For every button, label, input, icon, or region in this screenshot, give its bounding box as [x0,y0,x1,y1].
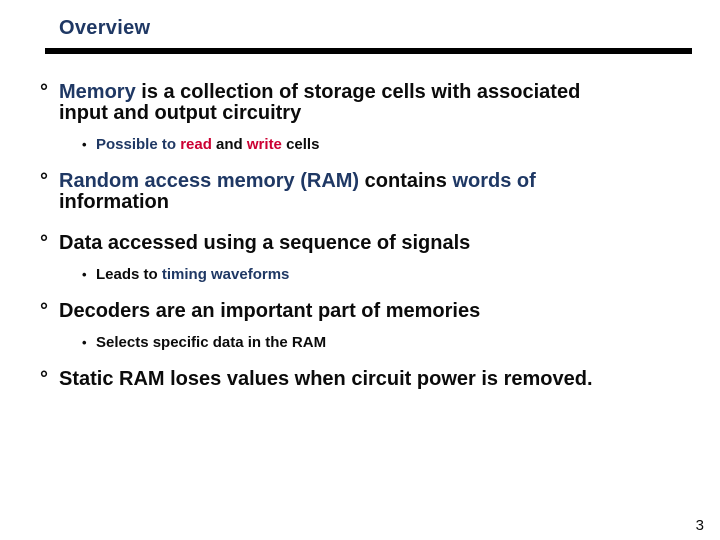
sub-bullet-item: • Possible to read and write cells [82,136,702,153]
text-segment: Random access memory (RAM) [59,170,360,192]
bullet-text: Memory is a collection of storage cells … [59,82,580,124]
bullet-text-line: Decoders are an important part of memori… [59,301,480,322]
dot-bullet-icon: • [82,335,87,350]
bullet-text: Possible to read and write cells [96,136,319,153]
bullet-text: Static RAM loses values when circuit pow… [59,369,593,390]
text-segment: and [211,136,247,153]
text-segment: read [180,136,212,153]
bullet-text-line: Memory is a collection of storage cells … [59,82,580,103]
degree-bullet-icon: ° [40,170,48,192]
text-segment: Possible to [96,136,181,153]
text-segment: timing waveforms [161,266,290,283]
bullet-text-line: Selects specific data in the RAM [96,334,326,351]
bullet-item: ° Random access memory (RAM) contains wor… [40,171,702,213]
bullet-text: Data accessed using a sequence of signal… [59,233,470,254]
text-segment: Data accessed using a sequence of signal… [59,232,471,254]
dot-bullet-icon: • [82,137,87,152]
text-segment: words of [452,170,536,192]
degree-bullet-icon: ° [40,81,48,103]
bullet-text-line: input and output circuitry [59,103,580,124]
text-segment: write [246,136,282,153]
degree-bullet-icon: ° [40,232,48,254]
sub-bullet-item: • Selects specific data in the RAM [82,334,702,351]
bullet-text: Decoders are an important part of memori… [59,301,480,322]
bullet-text-line: Static RAM loses values when circuit pow… [59,369,593,390]
text-segment: is a collection of storage cells with as… [135,81,581,103]
text-segment: Selects specific data in the RAM [96,334,327,351]
bullet-text-line: Random access memory (RAM) contains word… [59,171,536,192]
dot-bullet-icon: • [82,267,87,282]
bullet-text-line: Data accessed using a sequence of signal… [59,233,470,254]
page-title: Overview [59,17,151,39]
text-segment: Static RAM loses values when circuit pow… [59,368,593,390]
text-segment: cells [281,136,320,153]
bullet-text-line: Leads to timing waveforms [96,266,289,283]
bullet-text: Selects specific data in the RAM [96,334,326,351]
bullet-item: ° Static RAM loses values when circuit po… [40,369,702,390]
degree-bullet-icon: ° [40,300,48,322]
text-segment: Leads to [96,266,162,283]
bullet-text-line: Possible to read and write cells [96,136,319,153]
text-segment: information [59,191,169,213]
bullet-item: ° Decoders are an important part of memor… [40,301,702,322]
bullet-text: Leads to timing waveforms [96,266,289,283]
bullet-text: Random access memory (RAM) contains word… [59,171,536,213]
sub-bullet-item: • Leads to timing waveforms [82,266,702,283]
degree-bullet-icon: ° [40,368,48,390]
bullet-item: ° Memory is a collection of storage cells… [40,82,702,124]
bullet-list: ° Memory is a collection of storage cells… [40,82,702,390]
text-segment: contains [359,170,453,192]
bullet-text-line: information [59,192,536,213]
page-number: 3 [695,517,704,534]
text-segment: input and output circuitry [59,102,302,124]
bullet-item: ° Data accessed using a sequence of signa… [40,233,702,254]
text-segment: Memory [59,81,136,103]
title-underline-rule [45,48,692,54]
text-segment: Decoders are an important part of memori… [59,300,481,322]
